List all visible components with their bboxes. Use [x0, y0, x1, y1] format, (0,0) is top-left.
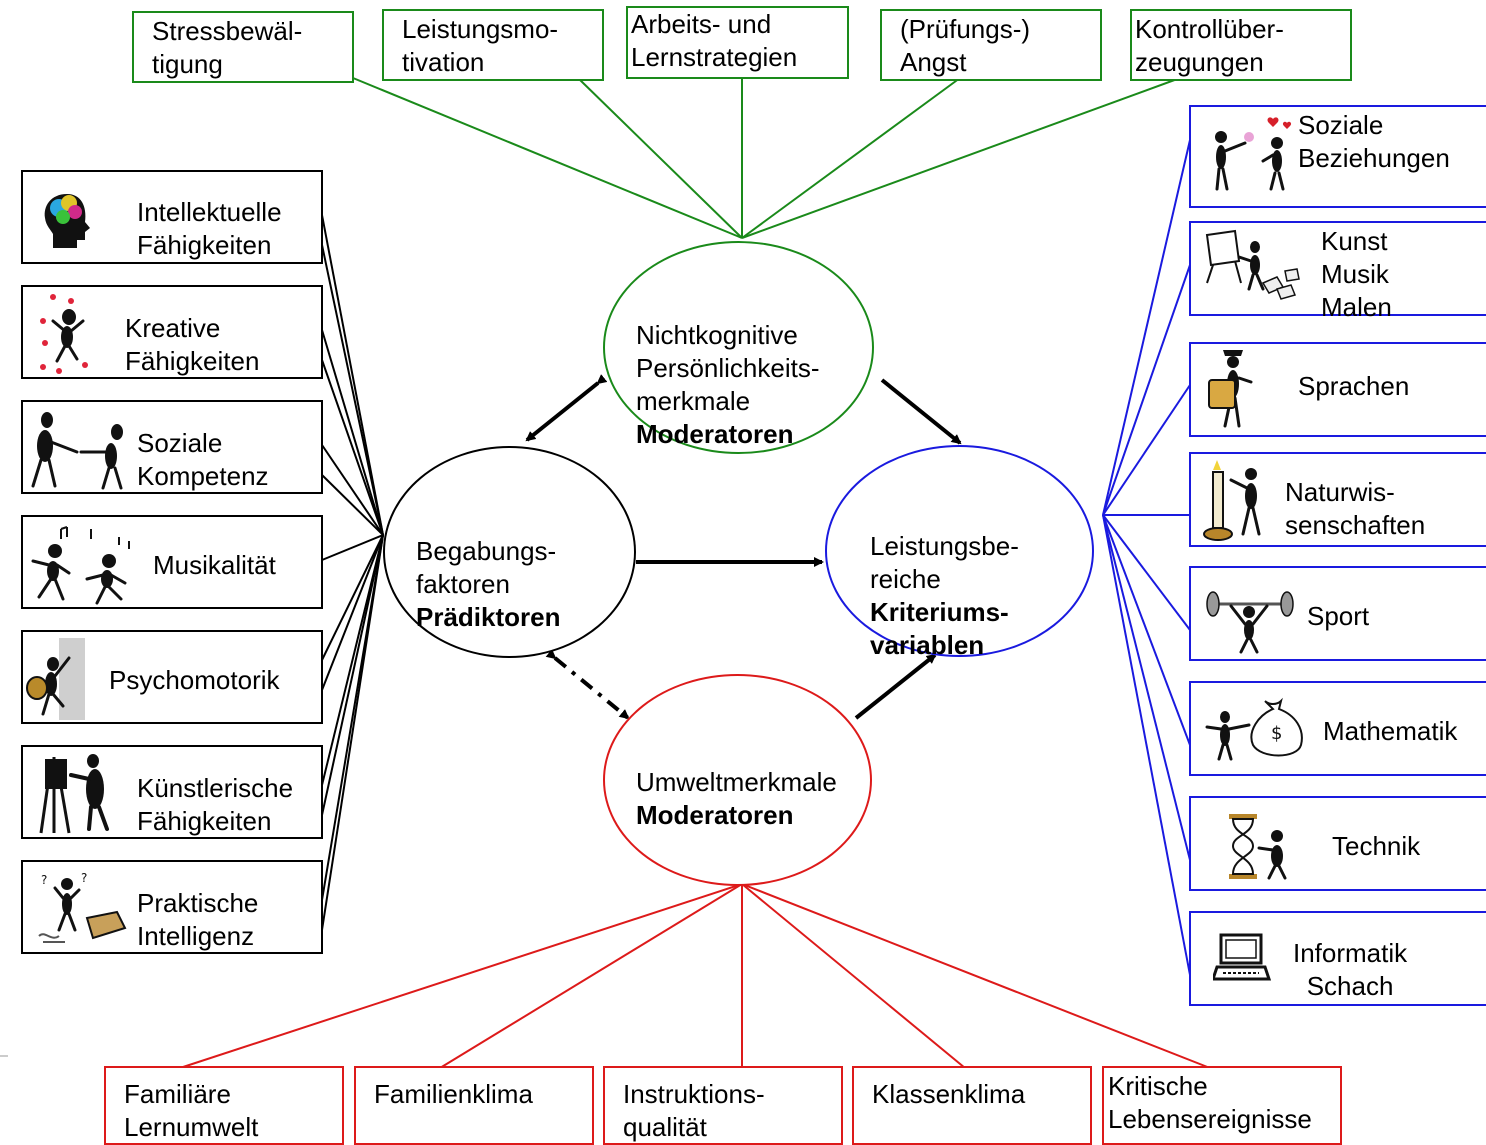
criterion-label: Informatik Schach: [1293, 938, 1408, 1001]
computer-icon: [1213, 933, 1272, 981]
performance-label: Leistungsbe- reiche: [870, 531, 1019, 594]
top-moderator-box: (Prüfungs-) Angst: [880, 9, 1102, 81]
bottom-moderator-box: Familiäre Lernumwelt: [104, 1066, 344, 1145]
bottom-moderator-box: Instruktions- qualität: [603, 1066, 843, 1145]
criterion-label: Sport: [1307, 601, 1370, 631]
environment-text: Umweltmerkmale Moderatoren: [636, 733, 837, 865]
criterion-label: Naturwis- senschaften: [1285, 477, 1426, 540]
criterion-box: Technik: [1189, 796, 1486, 891]
bottom-moderator-label: Familiäre Lernumwelt: [124, 1079, 259, 1142]
predictor-label: Künstlerische Fähigkeiten: [137, 773, 294, 836]
criterion-box: Naturwis- senschaften: [1189, 452, 1486, 547]
bottom-moderator-label: Klassenklima: [872, 1079, 1026, 1109]
predictor-box: Künstlerische Fähigkeiten: [21, 745, 323, 839]
criterion-label: Sprachen: [1298, 371, 1410, 401]
predictor-box: Intellektuelle Fähigkeiten: [21, 170, 323, 264]
noncognitive-role: Moderatoren: [636, 419, 794, 449]
talent-label: Begabungs- faktoren: [416, 536, 557, 599]
dancers-icon: [31, 526, 130, 605]
bottom-moderator-label: Instruktions- qualität: [623, 1079, 765, 1142]
criterion-label: Soziale Beziehungen: [1298, 110, 1450, 173]
red-connectors: [179, 883, 1211, 1069]
predictor-label: Praktische Intelligenz: [137, 888, 259, 951]
top-moderator-box: Leistungsmo- tivation: [382, 9, 604, 81]
arrows: [525, 374, 962, 720]
predictor-label: Intellektuelle Fähigkeiten: [137, 197, 282, 260]
traveler-icon: [1208, 350, 1253, 428]
criterion-box: $ Mathematik: [1189, 681, 1486, 776]
svg-text:?: ?: [41, 873, 47, 887]
predictor-label: Kreative Fähigkeiten: [125, 313, 260, 376]
arrow-environment-performance: [854, 653, 937, 720]
arrow-noncognitive-performance: [880, 378, 962, 445]
handshake-icon: [31, 412, 123, 490]
predictor-box: Kreative Fähigkeiten: [21, 285, 323, 379]
talent-text: Begabungs- faktoren Prädiktoren: [416, 502, 561, 667]
bottom-moderator-box: Familienklima: [354, 1066, 594, 1145]
criterion-box: Sprachen: [1189, 342, 1486, 437]
juggler-icon: [40, 294, 88, 374]
weightlifter-icon: [1206, 591, 1294, 654]
noncognitive-label: Nichtkognitive Persönlichkeits- merkmale: [636, 320, 820, 416]
performance-role: Kriteriums- variablen: [870, 597, 1009, 660]
painter-icon: [39, 754, 109, 834]
money-bag-icon: $: [1205, 697, 1303, 761]
predictor-box: ? ? Praktische Intelligenz: [21, 860, 323, 954]
top-moderator-box: Stressbewäl- tigung: [132, 11, 354, 83]
top-moderator-label: Leistungsmo- tivation: [402, 14, 559, 77]
bottom-moderator-box: Kritische Lebensereignisse: [1102, 1066, 1342, 1145]
predictor-label: Psychomotorik: [109, 665, 280, 695]
svg-text:?: ?: [81, 871, 87, 885]
predictor-label: Soziale Kompetenz: [137, 428, 269, 491]
head-icon: [44, 194, 90, 248]
environment-role: Moderatoren: [636, 800, 794, 830]
criterion-box: Soziale Beziehungen: [1189, 105, 1486, 208]
criterion-box: Kunst Musik Malen: [1189, 221, 1486, 322]
top-moderator-label: Stressbewäl- tigung: [152, 16, 303, 79]
top-moderator-label: Arbeits- und Lernstrategien: [631, 9, 798, 72]
criterion-box: Informatik Schach: [1189, 911, 1486, 1006]
candle-icon: [1203, 460, 1261, 541]
environment-ellipse: [603, 674, 872, 886]
arrow-noncognitive-talent: [525, 374, 608, 442]
arrow-talent-environment: [545, 649, 630, 720]
green-connectors: [352, 77, 1181, 239]
top-moderator-label: Kontrollüber- zeugungen: [1135, 14, 1284, 77]
bottom-moderator-box: Klassenklima: [852, 1066, 1092, 1145]
noncognitive-text: Nichtkognitive Persönlichkeits- merkmale…: [636, 286, 820, 484]
criterion-label: Mathematik: [1323, 716, 1458, 746]
blue-connectors: [1102, 139, 1191, 976]
performance-text: Leistungsbe- reiche Kriteriums- variable…: [870, 497, 1019, 695]
predictor-box: Soziale Kompetenz: [21, 400, 323, 494]
top-moderator-box: Arbeits- und Lernstrategien: [626, 6, 849, 79]
top-moderator-box: Kontrollüber- zeugungen: [1130, 9, 1352, 81]
performance-ellipse: [825, 445, 1094, 657]
criterion-label: Technik: [1332, 831, 1421, 861]
top-moderator-label: (Prüfungs-) Angst: [900, 14, 1031, 77]
easel-icon: [1205, 229, 1300, 300]
bottom-moderator-label: Kritische Lebensereignisse: [1108, 1071, 1312, 1134]
black-connectors: [321, 214, 384, 931]
noncognitive-ellipse: [603, 241, 874, 454]
hourglass-icon: [1229, 814, 1287, 880]
talent-ellipse: [383, 446, 636, 658]
climber-icon: [26, 638, 85, 720]
criterion-box: Sport: [1189, 566, 1486, 661]
talent-role: Prädiktoren: [416, 602, 561, 632]
predictor-box: Musikalität: [21, 515, 323, 609]
predictor-box: Psychomotorik: [21, 630, 323, 724]
toolbox-icon: ? ?: [38, 871, 127, 943]
environment-label: Umweltmerkmale: [636, 767, 837, 797]
couple-icon: [1215, 117, 1292, 191]
svg-text:$: $: [1271, 723, 1282, 744]
predictor-label: Musikalität: [153, 550, 276, 580]
criterion-label: Kunst Musik Malen: [1321, 226, 1392, 322]
bottom-moderator-label: Familienklima: [374, 1079, 533, 1109]
